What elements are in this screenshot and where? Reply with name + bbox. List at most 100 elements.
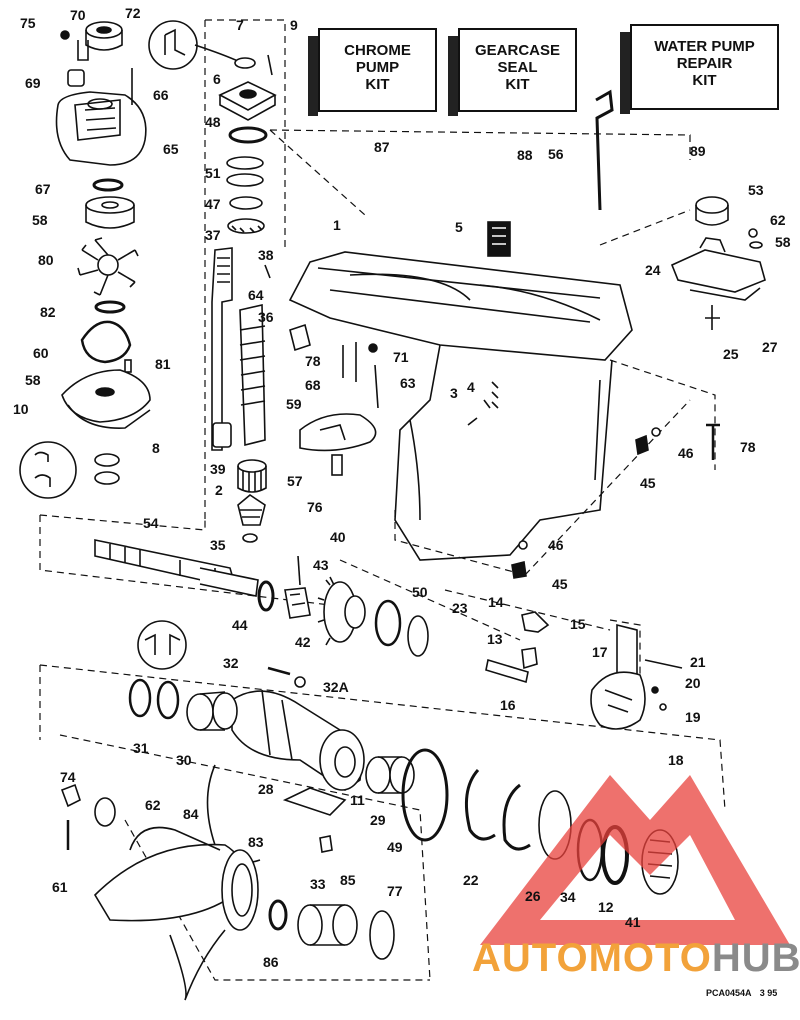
part-label-39: 39 [210, 461, 226, 477]
washer-32a [294, 676, 306, 688]
part-label-84: 84 [183, 806, 199, 822]
part-label-5: 5 [455, 219, 463, 235]
part-label-30: 30 [176, 752, 192, 768]
part-label-78: 78 [740, 439, 756, 455]
part-label-63: 63 [400, 375, 416, 391]
bushing-part [212, 422, 232, 448]
part-label-47: 47 [205, 196, 221, 212]
part-label-50: 50 [412, 584, 428, 600]
part-label-20: 20 [685, 675, 701, 691]
o-ring-49 [401, 748, 449, 842]
kit-number: 87 [374, 139, 390, 155]
shim-part [229, 196, 263, 210]
part-label-3: 3 [450, 385, 458, 401]
anode-plate [299, 413, 377, 452]
kit-title: WATER PUMP REPAIR KIT [654, 38, 755, 89]
washer-part [226, 156, 264, 170]
part-label-6: 6 [213, 71, 221, 87]
part-label-34: 34 [560, 889, 576, 905]
bearing-29 [365, 756, 415, 794]
part-label-86: 86 [263, 954, 279, 970]
kit-number: 88 [517, 147, 533, 163]
drive-shaft [211, 247, 233, 451]
part-label-41: 41 [625, 914, 641, 930]
washer-23 [407, 615, 429, 657]
part-label-45: 45 [552, 576, 568, 592]
part-label-82: 82 [40, 304, 56, 320]
fitting-33 [319, 835, 333, 853]
kit-number: 89 [690, 143, 706, 159]
pump-cover-cap [60, 21, 123, 61]
retainer-11 [282, 787, 347, 816]
part-label-46: 46 [678, 445, 694, 461]
drawing-code-id: PCA0454A [706, 988, 752, 998]
part-label-59: 59 [286, 396, 302, 412]
part-label-62: 62 [770, 212, 786, 228]
shift-rod [595, 89, 614, 211]
forward-gear [317, 576, 366, 646]
part-label-40: 40 [330, 529, 346, 545]
kit-title: GEARCASE SEAL KIT [474, 42, 560, 93]
part-label-72: 72 [125, 5, 141, 21]
kit-box-shadow [620, 32, 630, 114]
drawing-code-date: 3 95 [759, 988, 778, 998]
part-label-56: 56 [548, 146, 564, 162]
pin-part [124, 359, 132, 373]
needle-bearing [237, 459, 267, 493]
part-label-61: 61 [52, 879, 68, 895]
screw-25 [705, 305, 720, 330]
part-label-18: 18 [668, 752, 684, 768]
part-label-10: 10 [13, 401, 29, 417]
bearing-carrier [231, 689, 365, 791]
chrome-pump-kit-box: CHROME PUMP KIT [318, 28, 437, 112]
part-label-4: 4 [467, 379, 475, 395]
seal-ring [94, 300, 126, 314]
thrust-hub-85 [297, 904, 358, 946]
part-label-26: 26 [525, 888, 541, 904]
part-label-67: 67 [35, 181, 51, 197]
part-label-49: 49 [387, 839, 403, 855]
shift-linkage [485, 611, 683, 730]
part-label-69: 69 [25, 75, 41, 91]
bushing-59 [289, 323, 311, 352]
part-label-43: 43 [313, 557, 329, 573]
prop-washer [94, 797, 116, 827]
part-label-33: 33 [310, 876, 326, 892]
part-label-76: 76 [307, 499, 323, 515]
kit-box-shadow [448, 36, 458, 116]
part-label-58: 58 [775, 234, 791, 250]
pump-plate-gasket [61, 369, 151, 429]
part-label-60: 60 [33, 345, 49, 361]
clip-inset-detail [148, 20, 241, 70]
o-ring-48 [228, 126, 268, 144]
watermark-triangle [480, 775, 790, 945]
part-label-78: 78 [305, 353, 321, 369]
part-label-32: 32 [223, 655, 239, 671]
part-label-80: 80 [38, 252, 54, 268]
part-label-58: 58 [32, 212, 48, 228]
clip-44 [257, 580, 275, 612]
part-label-58: 58 [25, 372, 41, 388]
watermark-brand-part1: AUTOMOTO [472, 936, 712, 980]
screw-76 [331, 454, 343, 476]
part-label-57: 57 [287, 473, 303, 489]
part-label-15: 15 [570, 616, 586, 632]
part-label-74: 74 [60, 769, 76, 785]
washer-46 [651, 427, 661, 437]
pinion-shaft [239, 304, 266, 447]
water-pump-housing [55, 91, 147, 166]
part-label-27: 27 [762, 339, 778, 355]
part-label-38: 38 [258, 247, 274, 263]
seal-inset-detail [19, 441, 120, 499]
part-label-51: 51 [205, 165, 221, 181]
prop-nut [60, 783, 81, 808]
part-label-77: 77 [387, 883, 403, 899]
kit-box-shadow [308, 36, 318, 116]
part-label-28: 28 [258, 781, 274, 797]
part-label-66: 66 [153, 87, 169, 103]
sleeve-part [67, 69, 85, 87]
water-pump-repair-kit-box: WATER PUMP REPAIR KIT [630, 24, 779, 110]
bolt-78 [706, 423, 720, 460]
drawing-code: PCA0454A 3 95 [706, 988, 777, 998]
